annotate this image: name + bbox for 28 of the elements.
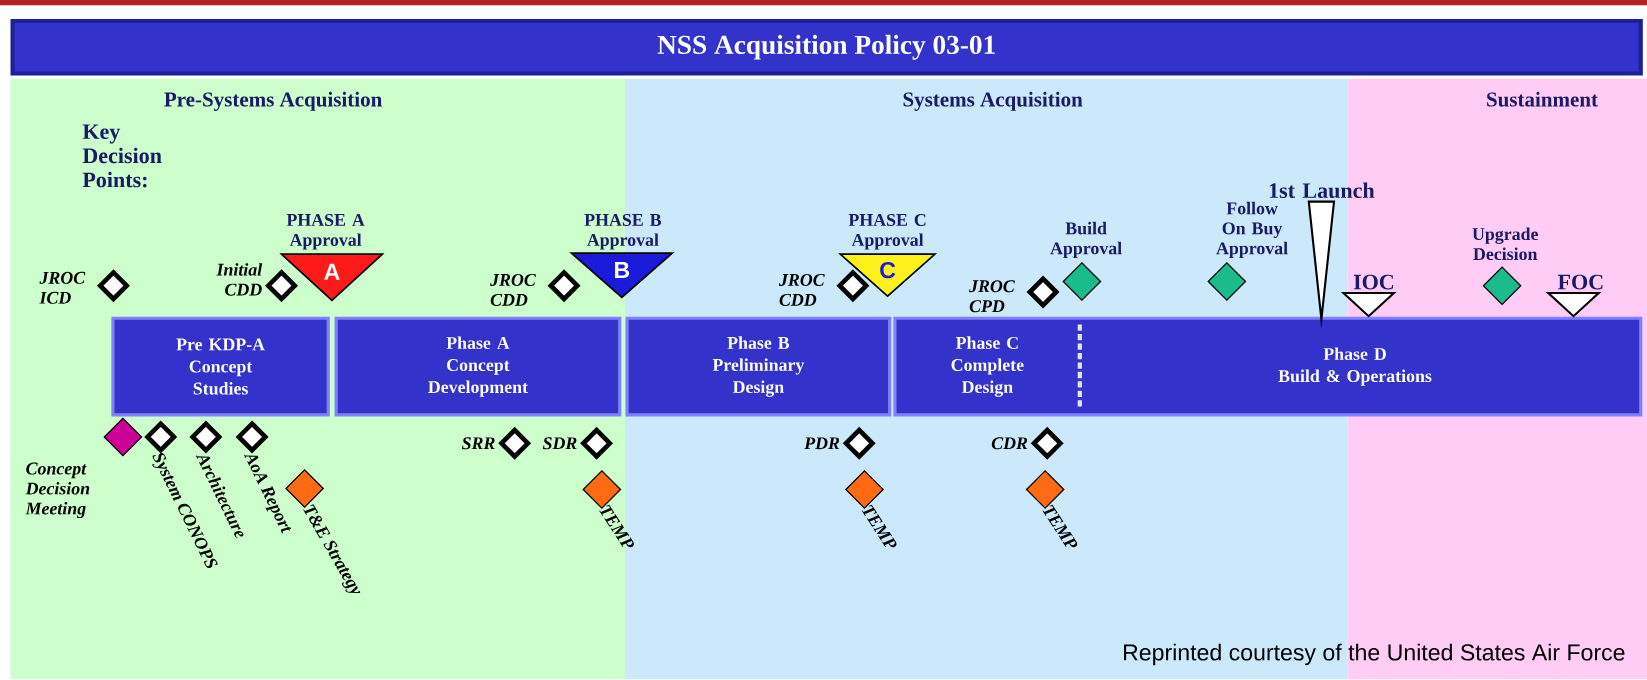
milestone-label: Concept Decision Meeting [25,462,90,519]
milestone-label: Follow On Buy Approval [1216,202,1288,259]
phase-title: Phase D Build & Operations [1278,347,1432,386]
milestone-label: IOC [1353,274,1394,290]
milestone-label: JROC ICD [39,272,86,304]
milestone-label: SRR [461,437,495,450]
milestone-label: CDR [991,437,1028,450]
section-heading: Key Decision Points: [82,124,162,188]
title-bar: NSS Acquisition Policy 03-01 [10,19,1643,76]
milestone-label: PHASE A Approval [286,214,365,250]
milestone-label: PHASE B Approval [584,214,662,250]
milestone-label: Initial CDD [216,263,263,296]
milestone-label: AoA Report [243,454,292,534]
milestone-label: PDR [804,437,840,450]
milestone-label: PHASE C Approval [848,214,926,250]
milestone-label: SDR [542,437,577,450]
milestone-label: JROC CDD [490,274,536,307]
milestone-label: 1st Launch [1269,182,1375,199]
milestone-label: Upgrade Decision [1472,227,1538,261]
phase-box: Phase A Concept Development [334,316,622,417]
phase-box: Pre KDP-A Concept Studies [111,316,330,417]
phase-box: Phase B Preliminary Design [625,316,892,417]
milestone-label: FOC [1557,274,1603,290]
milestone-label: Build Approval [1050,222,1122,259]
phase-title: Phase C Complete Design [951,336,1024,398]
credit-note: Reprinted courtesy of the United States Air Force [1124,643,1625,666]
milestone-label: JROC CDD [778,274,825,307]
milestone-label: JROC CPD [969,280,1015,313]
